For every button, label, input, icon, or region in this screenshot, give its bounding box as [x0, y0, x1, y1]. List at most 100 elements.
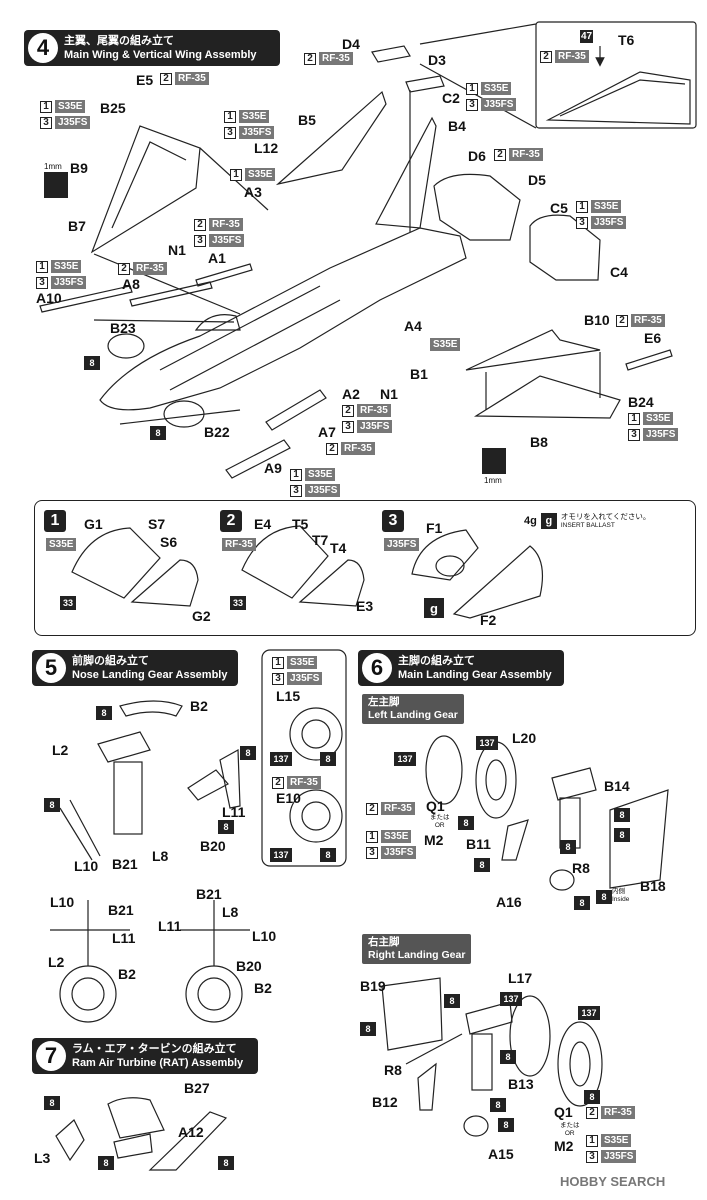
paint-code: 8 — [96, 706, 112, 720]
part-label: L3 — [34, 1150, 51, 1166]
part-label: L20 — [512, 730, 537, 746]
part-label: L11 — [222, 804, 246, 820]
part-label: C4 — [610, 264, 628, 280]
part-label: B14 — [604, 778, 630, 794]
part-label: B2 — [190, 698, 208, 714]
part-label: L12 — [254, 140, 279, 156]
step7-header: 7 ラム・エア・タービンの組み立て Ram Air Turbine (RAT) … — [32, 1038, 258, 1074]
part-label: A15 — [488, 1146, 514, 1162]
part-label: N1 — [168, 242, 186, 258]
part-label: L10 — [50, 894, 75, 910]
paint-code: 137 — [270, 752, 292, 766]
part-label: Q1 — [554, 1104, 573, 1120]
variant-tag: S35E — [46, 538, 77, 551]
part-label: M2 — [554, 1138, 574, 1154]
part-label: L15 — [276, 688, 301, 704]
paint-code: 8 — [320, 752, 336, 766]
variant-tag: 47 — [580, 30, 593, 43]
paint-code: 137 — [500, 992, 522, 1006]
paint-code: 8 — [560, 840, 576, 854]
variant-3-badge: 3 — [382, 510, 404, 532]
part-label: T6 — [618, 32, 635, 48]
part-label: E10 — [276, 790, 301, 806]
part-label: G1 — [84, 516, 103, 532]
drill-size-note: 1mm — [484, 476, 502, 485]
step7-number: 7 — [36, 1041, 66, 1071]
drill-size-note: 1mm — [44, 162, 62, 171]
part-label: F2 — [480, 612, 497, 628]
part-label: B22 — [204, 424, 230, 440]
variant-tag: S35E — [430, 338, 461, 351]
part-label: A3 — [244, 184, 262, 200]
paint-code: 8 — [574, 896, 590, 910]
paint-code: 8 — [614, 828, 630, 842]
part-label: D6 — [468, 148, 486, 164]
part-label: A7 — [318, 424, 336, 440]
variant-1-badge: 1 — [44, 510, 66, 532]
part-label: B1 — [410, 366, 428, 382]
step7-title-en: Ram Air Turbine (RAT) Assembly — [72, 1057, 244, 1069]
paint-code: 8 — [444, 994, 460, 1008]
part-label: B13 — [508, 1076, 534, 1092]
part-label: B12 — [372, 1094, 398, 1110]
part-label: B20 — [200, 838, 226, 854]
part-label: B5 — [298, 112, 316, 128]
variant-2-badge: 2 — [220, 510, 242, 532]
part-label: B24 — [628, 394, 654, 410]
paint-code: 8 — [218, 1156, 234, 1170]
part-label: A9 — [264, 460, 282, 476]
part-label: L8 — [222, 904, 239, 920]
part-label: B8 — [530, 434, 548, 450]
part-label: A1 — [208, 250, 226, 266]
paint-code: 8 — [320, 848, 336, 862]
paint-code: 33 — [60, 596, 76, 610]
variant-tag: RF-35 — [222, 538, 256, 551]
ballast-weight: 4g — [524, 515, 537, 527]
part-label: A2 — [342, 386, 360, 402]
variant-tag: J35FS — [384, 538, 420, 551]
part-label: B9 — [70, 160, 88, 176]
paint-code: 8 — [44, 798, 60, 812]
part-label: E5 — [136, 72, 154, 88]
part-label: C2 — [442, 90, 460, 106]
part-label: B20 — [236, 958, 262, 974]
part-label: L10 — [252, 928, 277, 944]
part-label: F1 — [426, 520, 443, 536]
drill-icon — [482, 448, 506, 474]
part-label: L17 — [508, 970, 533, 986]
paint-code: 8 — [498, 1118, 514, 1132]
part-label: L11 — [158, 918, 182, 934]
step4-header: 4 主翼、尾翼の組み立て Main Wing & Vertical Wing A… — [24, 30, 280, 66]
step5-title-en: Nose Landing Gear Assembly — [72, 669, 228, 681]
part-label: Q1 — [426, 798, 445, 814]
part-label: A10 — [36, 290, 62, 306]
ballast-text-jp: オモリを入れてください。 — [560, 512, 651, 521]
part-label: L8 — [152, 848, 169, 864]
paint-code: 8 — [458, 816, 474, 830]
part-label: D4 — [342, 36, 360, 52]
part-label: B18 — [640, 878, 666, 894]
